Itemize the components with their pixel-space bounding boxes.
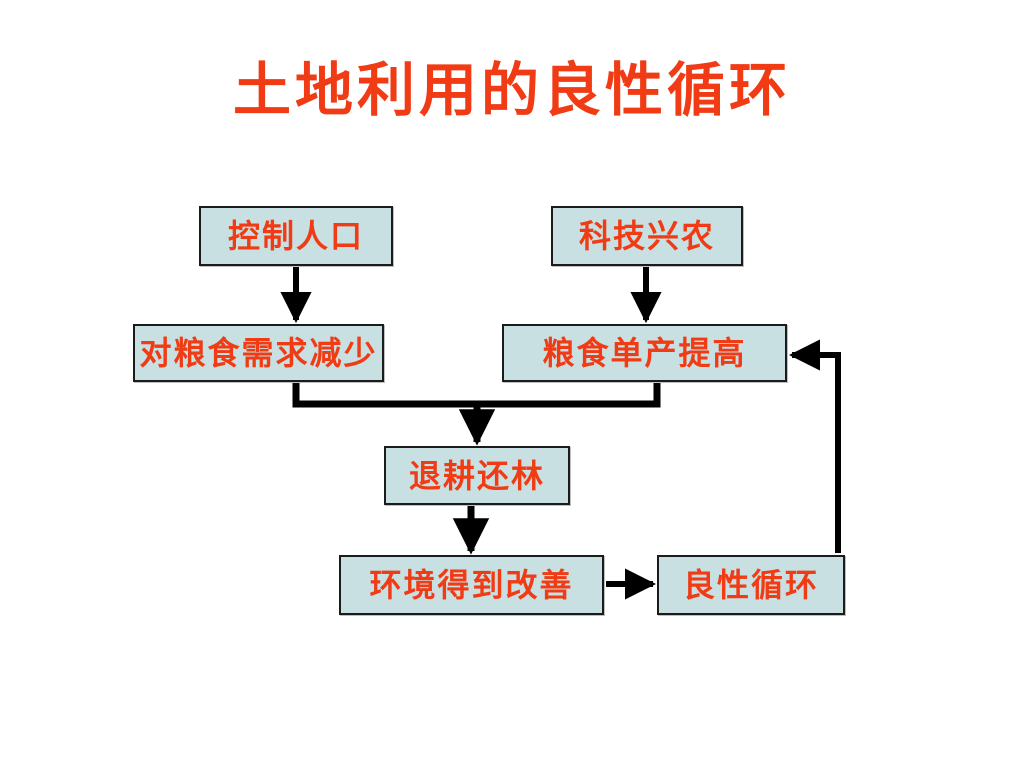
node-label: 控制人口 [227, 217, 364, 255]
node-label: 退耕还林 [408, 456, 545, 495]
node-grain-demand-decrease[interactable]: 对粮食需求减少 [133, 324, 384, 382]
node-label: 对粮食需求减少 [139, 334, 378, 372]
node-grain-yield-increase[interactable]: 粮食单产提高 [502, 324, 787, 382]
edge-demand-merge-bus [292, 383, 661, 408]
node-label: 环境得到改善 [369, 566, 574, 604]
node-label: 粮食单产提高 [542, 334, 747, 372]
page-title: 土地利用的良性循环 [232, 56, 791, 124]
node-return-farmland-to-forest[interactable]: 退耕还林 [384, 446, 570, 505]
node-virtuous-cycle[interactable]: 良性循环 [657, 555, 845, 615]
edge-virtuous-feedback-to-yield [788, 339, 841, 553]
node-label: 科技兴农 [578, 217, 715, 255]
node-technology-agriculture[interactable]: 科技兴农 [551, 206, 743, 266]
node-control-population[interactable]: 控制人口 [199, 206, 393, 266]
node-label: 良性循环 [682, 566, 819, 604]
node-environment-improved[interactable]: 环境得到改善 [339, 555, 604, 615]
